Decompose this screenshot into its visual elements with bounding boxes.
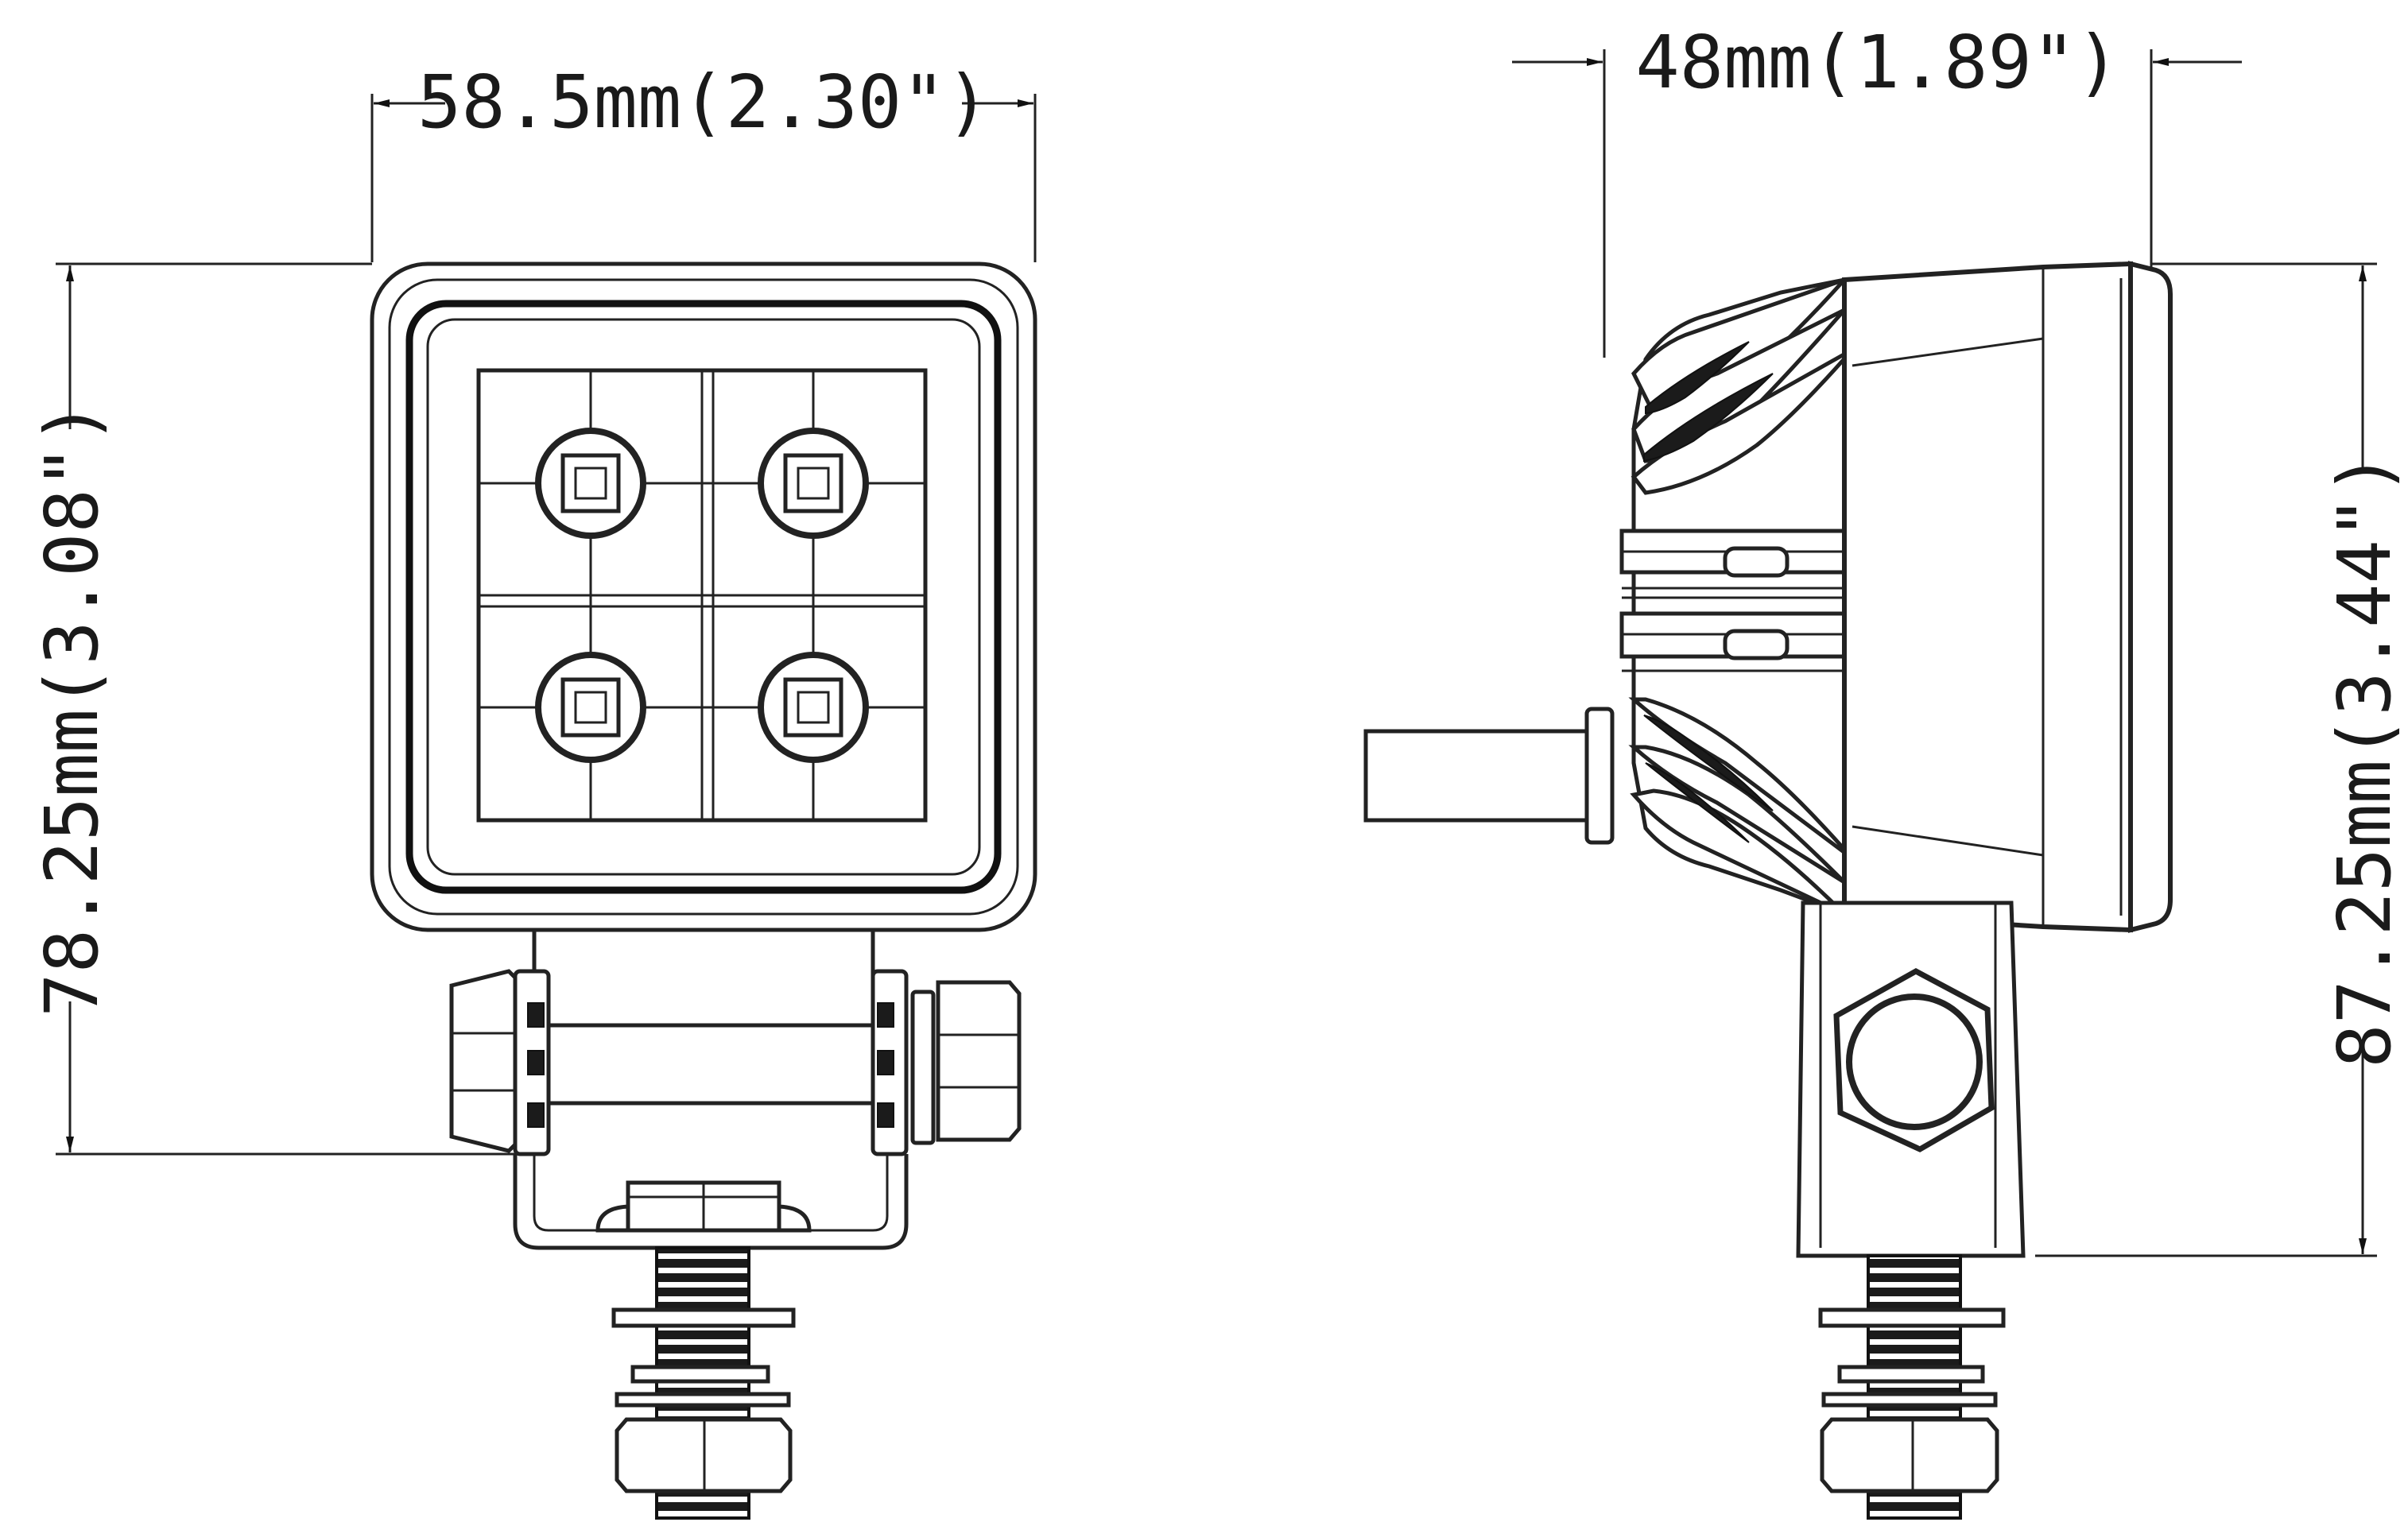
- front-height-label: 78.25mm(3.08"): [29, 401, 114, 1017]
- dim-side-height: 87.25mm(3.44"): [2035, 262, 2407, 1257]
- lens-grid: [476, 368, 928, 823]
- side-depth-label: 48mm(1.89"): [1635, 20, 2119, 105]
- led-top-right: [758, 428, 869, 539]
- dim-side-depth: 48mm(1.89"): [1512, 20, 2242, 358]
- mount-bracket-front: [449, 930, 1022, 1250]
- heat-sink-fins-top: [1631, 277, 1854, 495]
- led-bottom-right: [758, 652, 869, 763]
- led-top-left: [535, 428, 646, 539]
- power-cable: [1363, 707, 1615, 845]
- front-view: [370, 261, 1037, 1520]
- mount-bracket-side: [1796, 900, 2026, 1258]
- led-bottom-left: [535, 652, 646, 763]
- bolt-front: [611, 1246, 796, 1520]
- heat-sink-fins-bottom: [1628, 697, 1854, 916]
- dim-front-height: 78.25mm(3.08"): [29, 262, 515, 1156]
- bolt-side: [1818, 1254, 2006, 1520]
- side-view: [1363, 261, 2173, 1520]
- dim-front-width: 58.5mm(2.30"): [370, 60, 1037, 262]
- side-height-label: 87.25mm(3.44"): [2322, 451, 2407, 1067]
- front-width-label: 58.5mm(2.30"): [417, 60, 990, 145]
